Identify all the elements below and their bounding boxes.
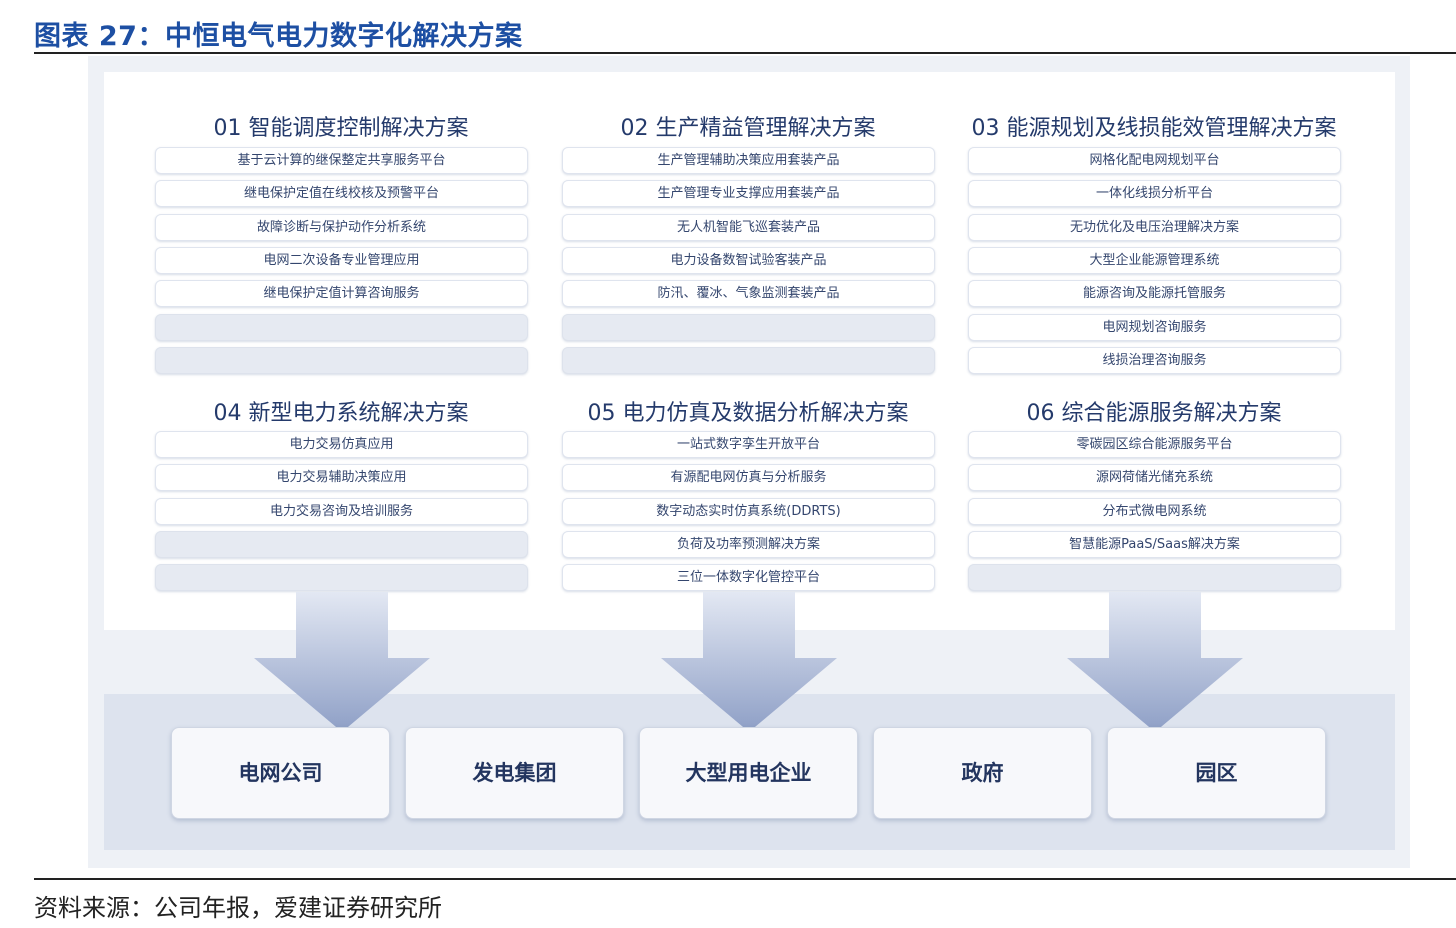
section-title: 01 智能调度控制解决方案	[213, 116, 469, 141]
down-arrow-icon	[1067, 592, 1243, 732]
solution-item: 线损治理咨询服务	[968, 346, 1341, 374]
down-arrow-icon	[661, 592, 837, 732]
solution-item: 数字动态实时仿真系统(DDRTS)	[562, 497, 935, 525]
empty-slot	[155, 564, 528, 592]
empty-slot	[155, 346, 528, 374]
solution-item: 智慧能源PaaS/Saas解决方案	[968, 530, 1341, 558]
solution-item: 零碳园区综合能源服务平台	[968, 431, 1341, 458]
solution-item: 三位一体数字化管控平台	[562, 564, 935, 592]
customer-box: 园区	[1107, 727, 1326, 819]
solution-item: 一体化线损分析平台	[968, 180, 1341, 208]
solution-item: 源网荷储光储充系统	[968, 464, 1341, 492]
empty-slot	[562, 346, 935, 374]
customer-box: 政府	[873, 727, 1092, 819]
solution-item: 一站式数字孪生开放平台	[562, 431, 935, 458]
figure-title: 图表 27：中恒电气电力数字化解决方案	[34, 21, 523, 52]
solution-item: 防汛、覆冰、气象监测套装产品	[562, 280, 935, 308]
empty-slot	[155, 313, 528, 341]
solution-item: 生产管理辅助决策应用套装产品	[562, 147, 935, 174]
empty-slot	[968, 564, 1341, 592]
source-note: 资料来源：公司年报，爱建证券研究所	[34, 894, 442, 922]
solution-item: 生产管理专业支撑应用套装产品	[562, 180, 935, 208]
customer-box: 发电集团	[405, 727, 624, 819]
solution-item: 网格化配电网规划平台	[968, 147, 1341, 174]
solution-item: 继电保护定值在线校核及预警平台	[155, 180, 528, 208]
section-title: 03 能源规划及线损能效管理解决方案	[971, 116, 1337, 141]
solution-item: 电力交易咨询及培训服务	[155, 497, 528, 525]
solution-item: 有源配电网仿真与分析服务	[562, 464, 935, 492]
solution-item: 电网规划咨询服务	[968, 313, 1341, 341]
down-arrow-icon	[254, 592, 430, 732]
solution-item: 无人机智能飞巡套装产品	[562, 213, 935, 241]
solution-item: 继电保护定值计算咨询服务	[155, 280, 528, 308]
section-title: 04 新型电力系统解决方案	[213, 401, 469, 426]
solution-item: 能源咨询及能源托管服务	[968, 280, 1341, 308]
customer-box: 大型用电企业	[639, 727, 858, 819]
title-rule	[34, 52, 1456, 54]
solution-item: 无功优化及电压治理解决方案	[968, 213, 1341, 241]
solution-item: 分布式微电网系统	[968, 497, 1341, 525]
solution-item: 电力交易仿真应用	[155, 431, 528, 458]
solution-item: 大型企业能源管理系统	[968, 246, 1341, 274]
solution-item: 电网二次设备专业管理应用	[155, 246, 528, 274]
empty-slot	[562, 313, 935, 341]
empty-slot	[155, 530, 528, 558]
solution-item: 负荷及功率预测解决方案	[562, 530, 935, 558]
solution-item: 电力交易辅助决策应用	[155, 464, 528, 492]
section-title: 02 生产精益管理解决方案	[620, 116, 876, 141]
customer-box: 电网公司	[171, 727, 390, 819]
solution-item: 故障诊断与保护动作分析系统	[155, 213, 528, 241]
section-title: 05 电力仿真及数据分析解决方案	[587, 401, 909, 426]
solution-item: 电力设备数智试验客装产品	[562, 246, 935, 274]
solution-item: 基于云计算的继保整定共享服务平台	[155, 147, 528, 174]
source-rule	[34, 878, 1456, 880]
section-title: 06 综合能源服务解决方案	[1026, 401, 1282, 426]
